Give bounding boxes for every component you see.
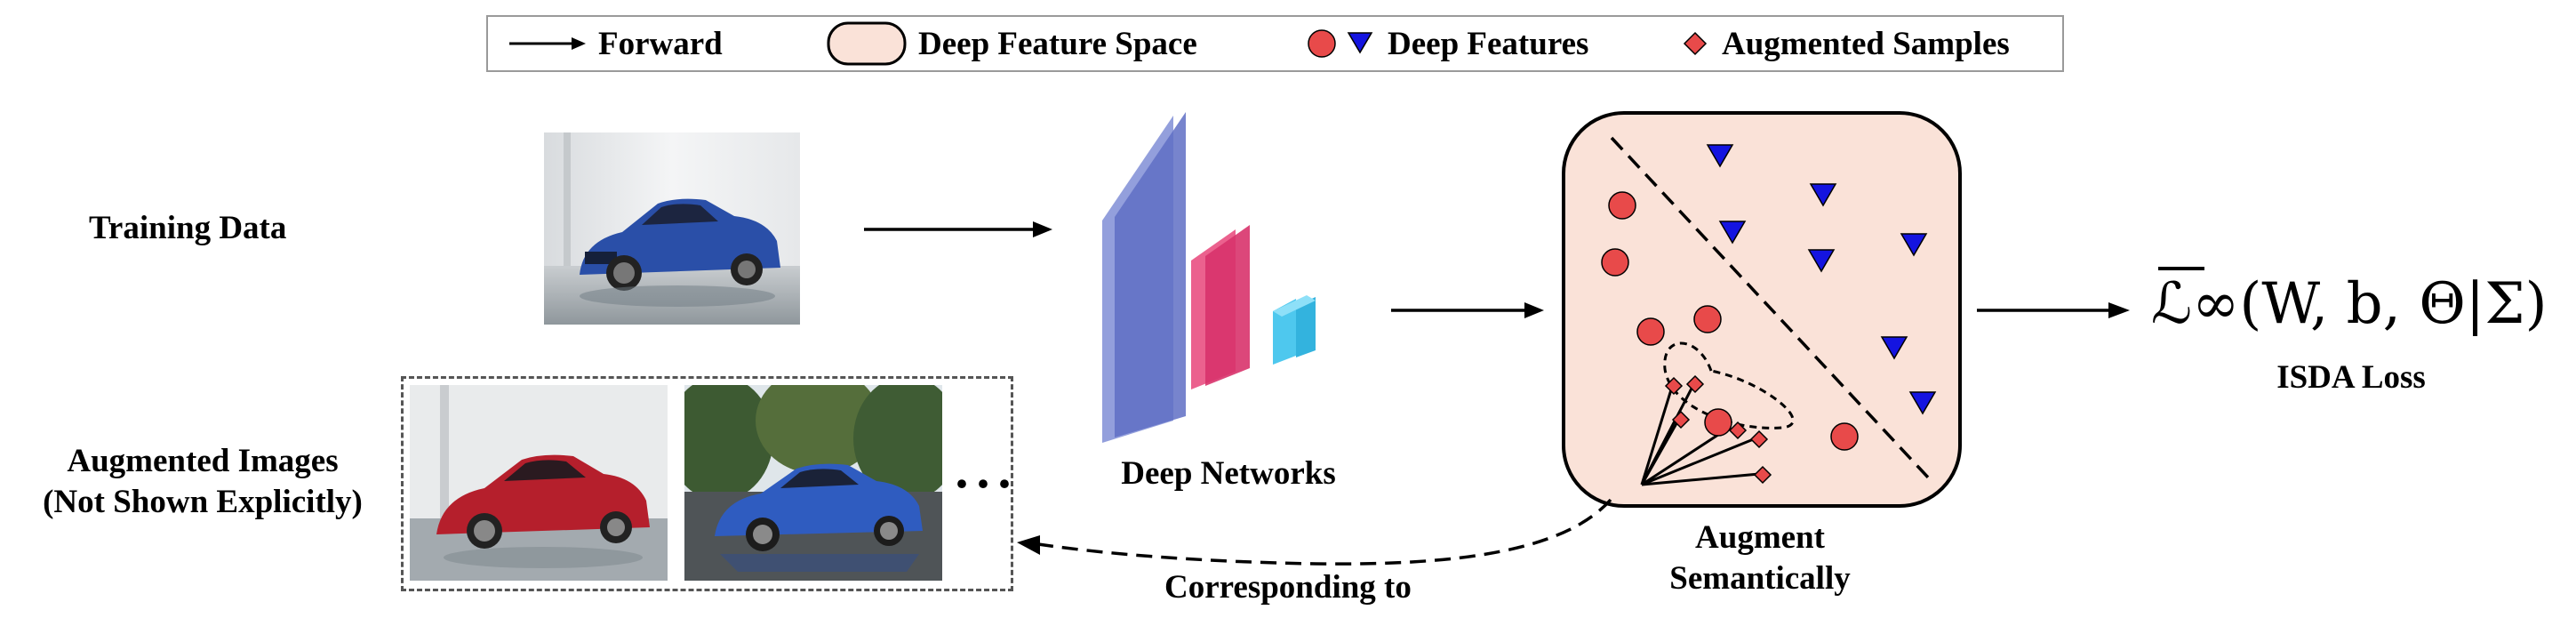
diamond-icon [1683, 31, 1708, 56]
augment-label-2: Semantically [1669, 560, 1851, 597]
augmented-images-label-1: Augmented Images [67, 443, 339, 479]
augmented-car-image-red [410, 385, 668, 581]
feature-triangle [1706, 144, 1734, 168]
augmented-diamond [1671, 410, 1691, 429]
augmented-diamond [1753, 465, 1772, 485]
circle-triangle-icon [1308, 29, 1373, 58]
legend-deep-features-label: Deep Features [1388, 25, 1589, 62]
augment-label-1: Augment [1695, 519, 1825, 556]
deep-network-icon [1102, 112, 1316, 443]
legend-feature-space: Deep Feature Space [826, 17, 1197, 70]
forward-arrow-1 [864, 221, 1052, 237]
forward-arrow-3 [1977, 302, 2130, 318]
feature-triangle [1807, 249, 1836, 273]
more-images-ellipsis: ··· [953, 454, 1018, 513]
augmented-diamond [1664, 376, 1684, 396]
feature-circle [1693, 305, 1722, 333]
feature-circle [1608, 191, 1636, 220]
arrow-icon [509, 37, 586, 50]
forward-arrow-2 [1391, 302, 1544, 318]
loss-formula: ℒ∞(W, b, Θ|Σ) [2151, 271, 2548, 337]
augmented-diamond [1749, 429, 1769, 449]
feature-circle [1636, 317, 1665, 346]
feature-circle [1601, 248, 1629, 277]
feature-triangle [1809, 183, 1837, 207]
deep-networks-label: Deep Networks [1121, 455, 1336, 492]
feature-circle [1830, 422, 1859, 451]
feature-triangle [1900, 233, 1928, 257]
corresponding-arrow [1017, 498, 1612, 566]
legend-forward: Forward [508, 17, 723, 70]
training-data-label: Training Data [89, 210, 287, 246]
legend: Forward Deep Feature Space Deep Features… [486, 15, 2064, 72]
augmented-car-image-outdoor [684, 385, 942, 581]
corresponding-label: Corresponding to [1164, 569, 1412, 606]
legend-deep-features: Deep Features [1306, 17, 1588, 70]
legend-feature-space-label: Deep Feature Space [918, 25, 1197, 62]
feature-circle [1704, 408, 1732, 437]
feature-triangle [1908, 391, 1937, 415]
augmented-diamond [1685, 374, 1705, 394]
augmented-images-label-2: (Not Shown Explicitly) [43, 484, 363, 520]
feature-triangle [1880, 336, 1908, 360]
rounded-rect-icon [827, 21, 907, 66]
legend-augmented-samples: Augmented Samples [1679, 17, 2010, 70]
deep-feature-space [1562, 111, 1962, 508]
isda-loss-label: ISDA Loss [2276, 359, 2426, 396]
legend-forward-label: Forward [598, 25, 723, 62]
augmented-diamond [1728, 421, 1748, 440]
loss-overline [2158, 267, 2204, 270]
augmented-images-box [401, 376, 1013, 591]
legend-augmented-samples-label: Augmented Samples [1722, 25, 2010, 62]
training-car-image [544, 132, 800, 325]
feature-triangle [1718, 221, 1747, 245]
